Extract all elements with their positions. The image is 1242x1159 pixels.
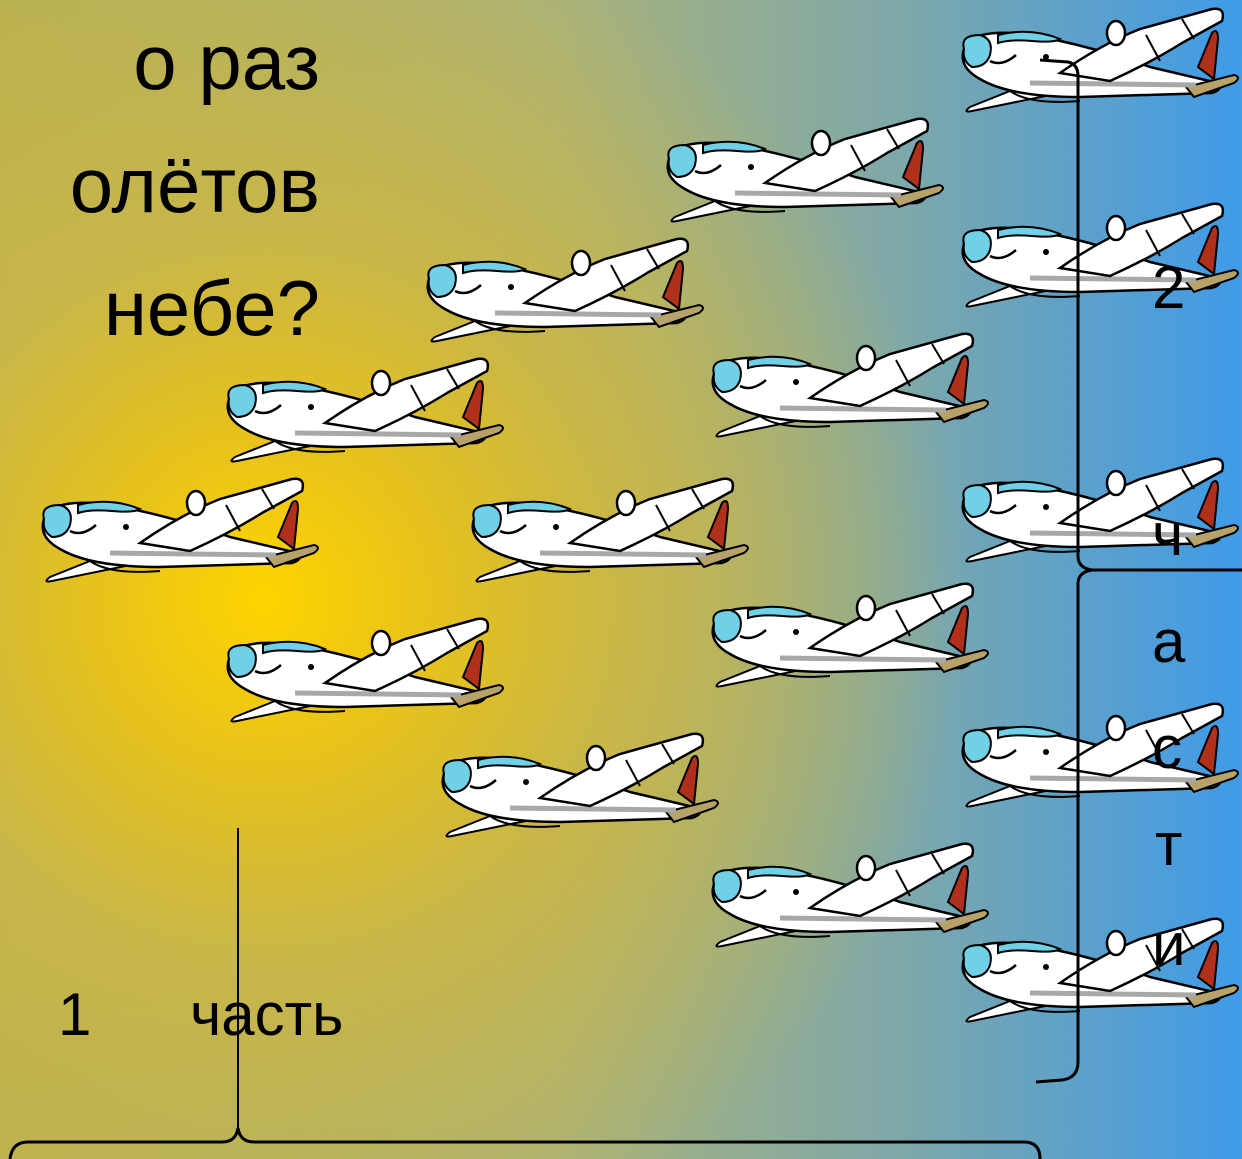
- label-parts-letter-2: а: [1152, 608, 1186, 675]
- label-parts-letter-5: и: [1152, 911, 1186, 978]
- label-part: часть: [190, 981, 344, 1048]
- plane-icon: [950, 200, 1242, 330]
- plane-icon: [215, 615, 515, 745]
- plane-icon: [215, 355, 515, 485]
- right-bracket-lower: [1035, 568, 1242, 1084]
- question-line-3: небе?: [103, 264, 320, 352]
- plane-icon: [950, 5, 1242, 135]
- question-line-1: о раз: [133, 18, 320, 106]
- question-line-2: олётов: [69, 141, 320, 229]
- plane-icon: [30, 475, 330, 605]
- plane-icon: [460, 475, 760, 605]
- label-one: 1: [58, 981, 92, 1048]
- label-parts-letter-3: с: [1152, 714, 1182, 781]
- plane-icon: [950, 700, 1242, 830]
- right-bracket-upper: [1039, 58, 1093, 572]
- plane-icon: [655, 115, 955, 245]
- plane-icon: [700, 330, 1000, 460]
- bottom-brace: [0, 1127, 1042, 1159]
- label-parts-letter-1: ч: [1152, 501, 1184, 568]
- label-parts-letter-4: т: [1155, 811, 1183, 878]
- plane-icon: [950, 915, 1242, 1045]
- plane-icon: [950, 455, 1242, 585]
- plane-icon: [430, 730, 730, 860]
- plane-icon: [700, 580, 1000, 710]
- plane-icon: [415, 235, 715, 365]
- plane-icon: [700, 840, 1000, 970]
- label-two: 2: [1152, 254, 1186, 321]
